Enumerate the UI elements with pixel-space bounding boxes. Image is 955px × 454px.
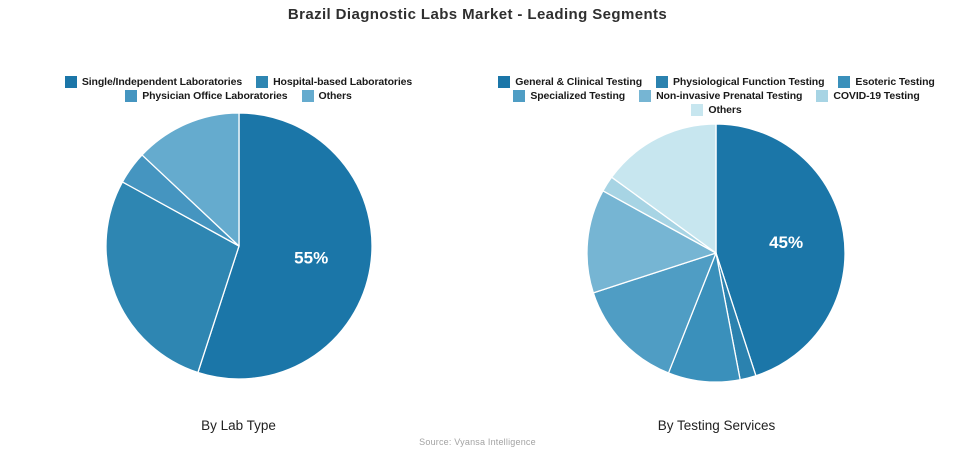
chart-by-lab-type: Single/Independent Laboratories Hospital-… — [0, 0, 477, 454]
pie-by-lab-type: 55% — [105, 112, 373, 380]
legend-item: Esoteric Testing — [838, 76, 935, 88]
pie-data-label: 45% — [769, 233, 803, 252]
legend-label: COVID-19 Testing — [833, 90, 920, 102]
pie-slice — [586, 190, 717, 294]
legend-row: Physician Office Laboratories Others — [125, 90, 352, 102]
legend-by-testing-services: General & Clinical Testing Physiological … — [478, 76, 955, 116]
legend-row: Others — [691, 104, 742, 116]
legend-swatch-icon — [256, 76, 269, 88]
pie-slice — [105, 181, 240, 374]
legend-item: Physiological Function Testing — [656, 76, 825, 88]
legend-by-lab-type: Single/Independent Laboratories Hospital-… — [0, 76, 477, 102]
legend-swatch-icon — [513, 90, 526, 102]
pie-slice — [715, 123, 846, 377]
legend-label: Hospital-based Laboratories — [273, 76, 413, 88]
legend-item: Others — [301, 90, 352, 102]
legend-label: Physiological Function Testing — [673, 76, 825, 88]
legend-swatch-icon — [838, 76, 851, 88]
legend-item: Hospital-based Laboratories — [256, 76, 412, 88]
legend-swatch-icon — [64, 76, 77, 88]
chart-caption-by-testing-services: By Testing Services — [657, 418, 776, 433]
legend-label: Non-invasive Prenatal Testing — [656, 90, 803, 102]
legend-item: General & Clinical Testing — [498, 76, 642, 88]
legend-row: Single/Independent Laboratories Hospital-… — [64, 76, 412, 88]
legend-swatch-icon — [816, 90, 829, 102]
legend-swatch-icon — [639, 90, 652, 102]
legend-item: COVID-19 Testing — [816, 90, 920, 102]
legend-label: Single/Independent Laboratories — [81, 76, 243, 88]
legend-label: Specialized Testing — [530, 90, 626, 102]
legend-label: Physician Office Laboratories — [142, 90, 288, 102]
legend-row: Specialized Testing Non-invasive Prenatal… — [513, 90, 920, 102]
legend-row: General & Clinical Testing Physiological … — [498, 76, 935, 88]
chart-by-testing-services: General & Clinical Testing Physiological … — [478, 0, 955, 454]
legend-item: Physician Office Laboratories — [125, 90, 288, 102]
pie-slice — [197, 112, 373, 380]
page-title: Brazil Diagnostic Labs Market - Leading … — [287, 6, 668, 23]
legend-item: Specialized Testing — [513, 90, 625, 102]
legend-item: Others — [691, 104, 742, 116]
pie-data-label: 55% — [294, 248, 328, 267]
source-attribution: Source: Vyansa Intelligence — [419, 437, 536, 447]
legend-label: Others — [708, 104, 742, 116]
pie-slice — [610, 123, 717, 254]
legend-swatch-icon — [691, 104, 704, 116]
legend-item: Non-invasive Prenatal Testing — [639, 90, 802, 102]
legend-item: Single/Independent Laboratories — [64, 76, 243, 88]
chart-caption-by-lab-type: By Lab Type — [201, 418, 276, 433]
legend-label: Others — [318, 90, 352, 102]
pie-slice — [141, 112, 240, 247]
legend-label: General & Clinical Testing — [515, 76, 643, 88]
pie-by-testing-services: 45% — [586, 123, 846, 383]
legend-label: Esoteric Testing — [855, 76, 935, 88]
legend-swatch-icon — [301, 90, 314, 102]
legend-swatch-icon — [125, 90, 138, 102]
legend-swatch-icon — [498, 76, 511, 88]
legend-swatch-icon — [656, 76, 669, 88]
